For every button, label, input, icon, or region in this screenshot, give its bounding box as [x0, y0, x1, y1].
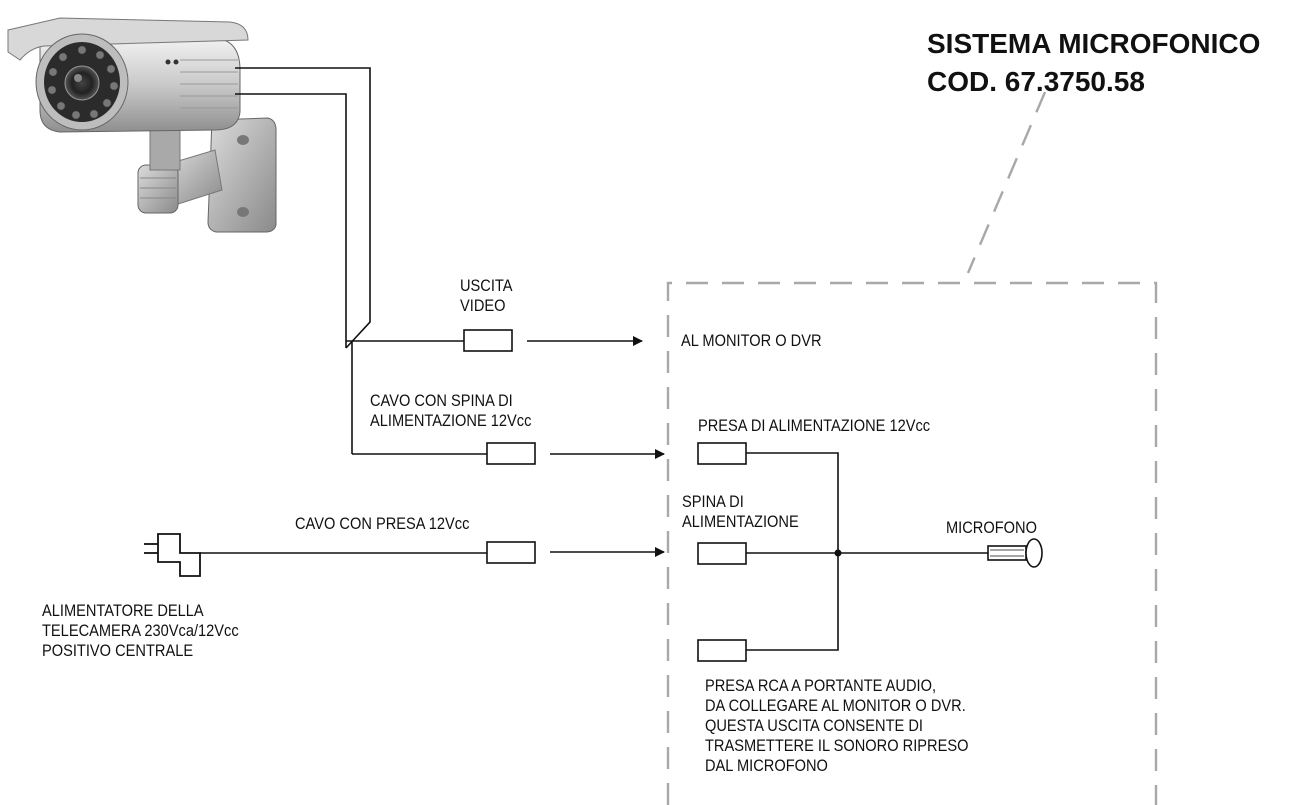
label-rca-output: PRESA RCA A PORTANTE AUDIO, DA COLLEGARE…: [705, 676, 969, 775]
camera-cables: [200, 67, 487, 554]
camera-illustration: [7, 17, 277, 233]
junction-dot: [834, 549, 842, 557]
system-title: SISTEMA MICROFONICO: [927, 28, 1261, 59]
label-video-output: USCITA VIDEO: [460, 276, 513, 315]
video-out-connector: [463, 329, 513, 352]
mic-power-plug-connector: [697, 542, 747, 565]
power-socket-connector: [486, 541, 536, 564]
system-code: COD. 67.3750.58: [927, 66, 1145, 97]
microphone-icon: [987, 538, 1043, 568]
dashed-system-box: [666, 91, 1158, 805]
label-microphone: MICROFONO: [946, 518, 1037, 537]
power-adapter-icon: [144, 533, 201, 577]
label-power-plug: SPINA DI ALIMENTAZIONE: [682, 492, 799, 531]
microphone-circuit: [746, 452, 988, 651]
label-to-monitor: AL MONITOR O DVR: [681, 331, 822, 350]
mic-power-socket-connector: [697, 442, 747, 465]
label-power-adapter: ALIMENTATORE DELLA TELECAMERA 230Vca/12V…: [42, 601, 239, 660]
label-power-plug-cable: CAVO CON SPINA DI ALIMENTAZIONE 12Vcc: [370, 391, 532, 430]
rca-audio-connector: [697, 639, 747, 662]
power-plug-connector: [486, 442, 536, 465]
label-power-socket-cable: CAVO CON PRESA 12Vcc: [295, 514, 470, 533]
label-power-socket: PRESA DI ALIMENTAZIONE 12Vcc: [698, 416, 931, 435]
